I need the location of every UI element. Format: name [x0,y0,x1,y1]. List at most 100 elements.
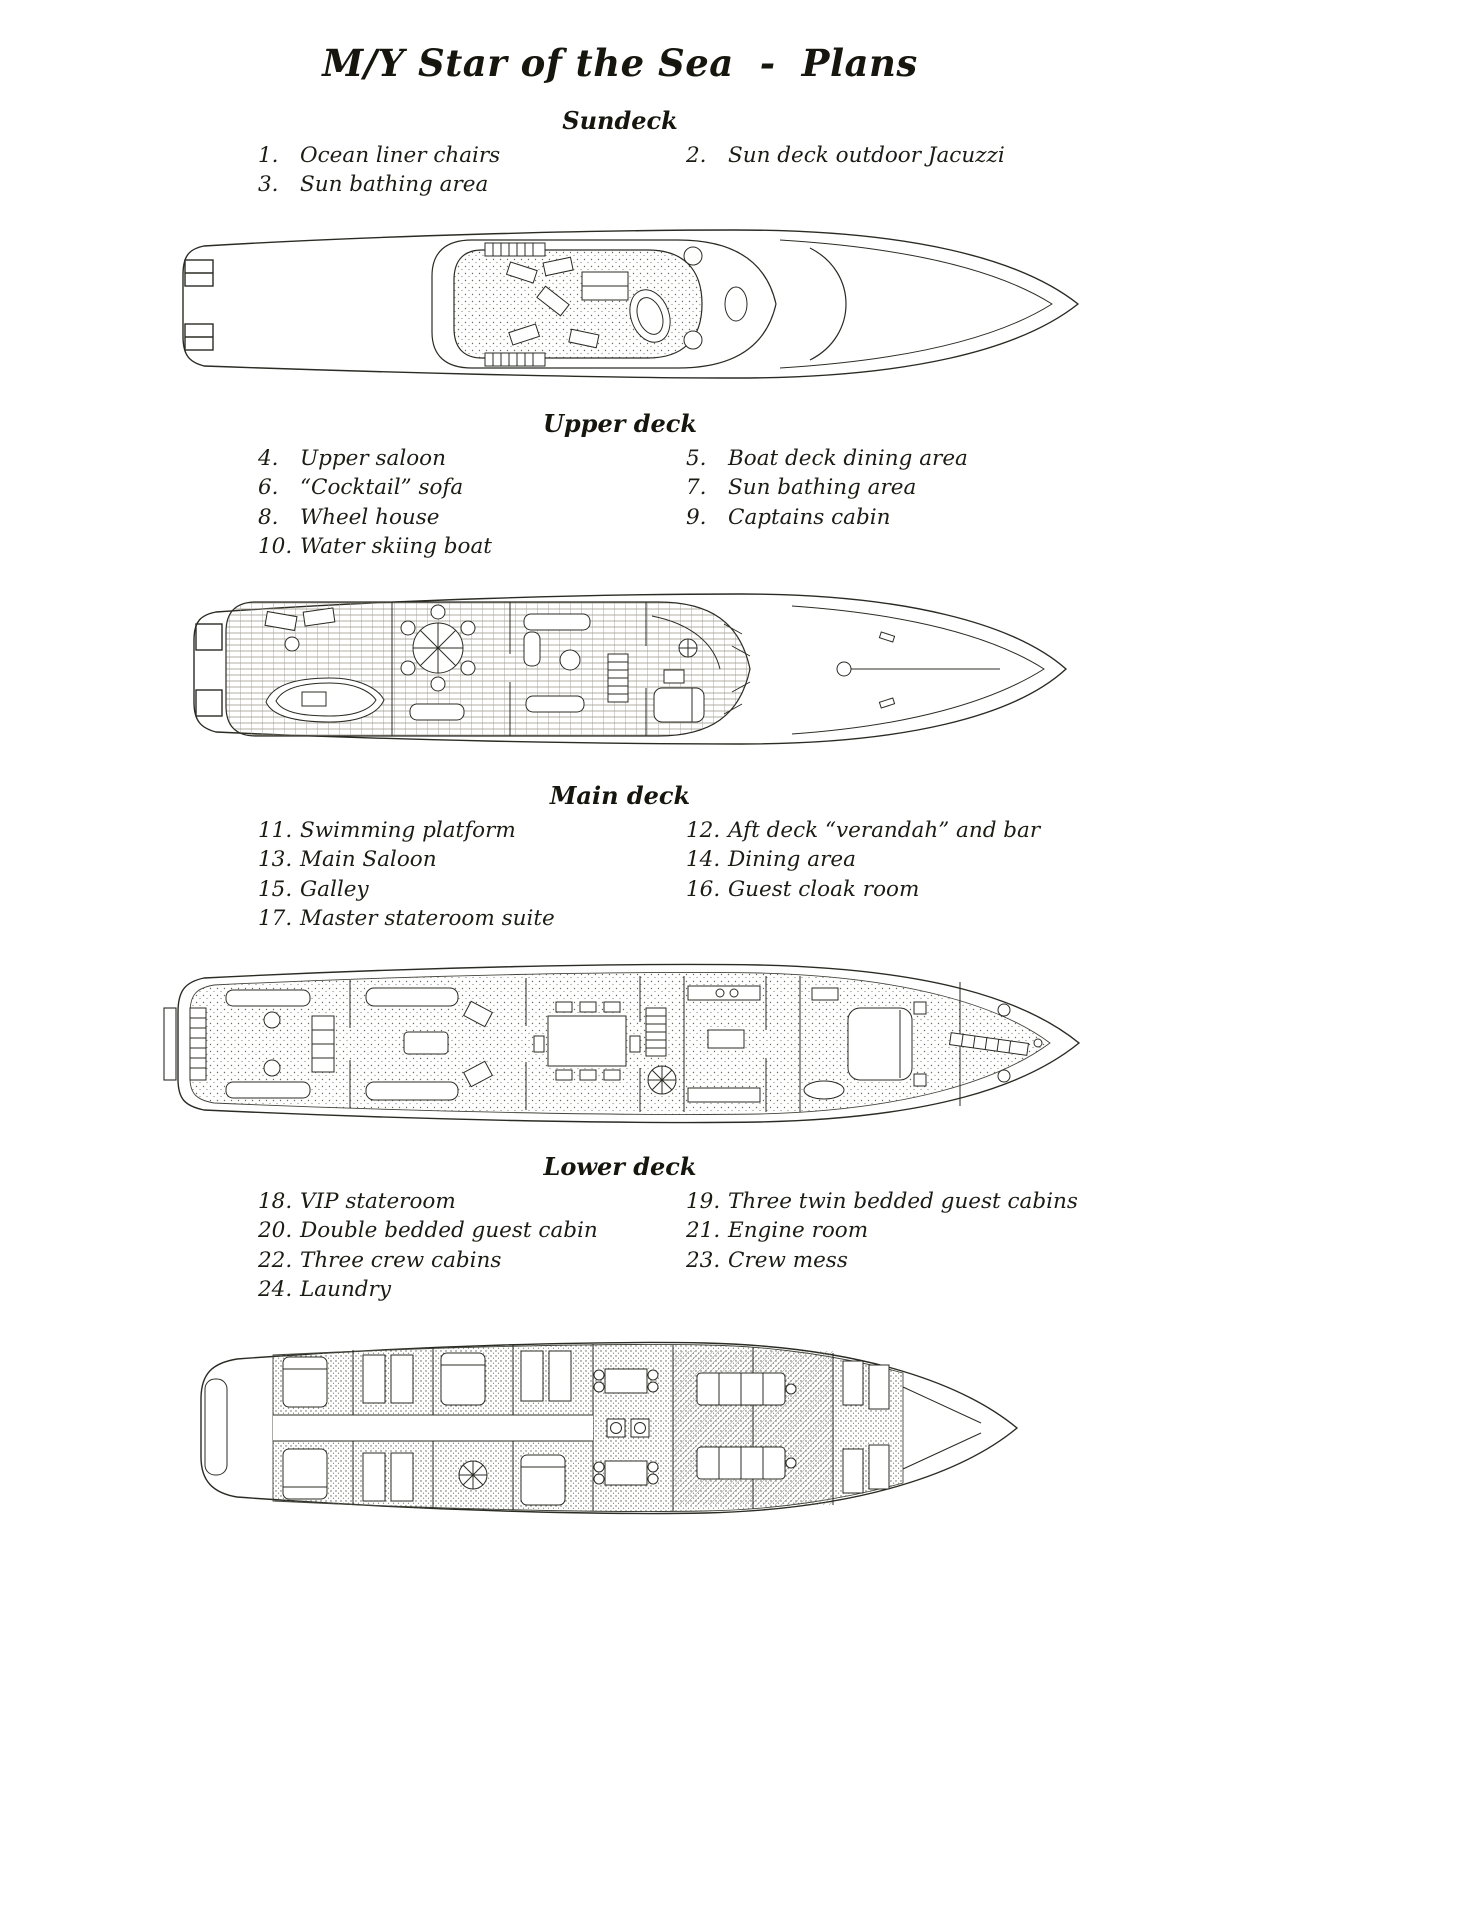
legend-item-label: Upper saloon [300,445,446,471]
legend-column-left: 1. Ocean liner chairs 3. Sun bathing are… [258,141,686,200]
legend-item: 6. “Cocktail” sofa [258,473,686,503]
stairs [645,1007,677,1095]
legend-column-left: 4. Upper saloon 6. “Cocktail” sofa 8. Wh… [258,444,686,562]
legend-item: 10. Water skiing boat [258,532,686,562]
legend-item-label: Dining area [728,847,856,873]
legend-item-number: 13. [258,847,293,873]
legend-column-right: 2. Sun deck outdoor Jacuzzi [686,141,1005,200]
legend-column-right: 12. Aft deck “verandah” and bar 14. Dini… [686,816,1040,934]
hull-outline [182,228,1080,379]
legend-item: 18. VIP stateroom [258,1187,686,1217]
legend-item-label: Sun bathing area [728,475,917,501]
legend-item: 11. Swimming platform [258,816,686,846]
sundeck-heading: Sundeck [562,105,678,135]
legend-item: 12. Aft deck “verandah” and bar [686,816,1040,846]
legend-item-number: 9. [686,504,707,530]
legend-item: 23. Crew mess [686,1246,1078,1276]
legend-item-label: “Cocktail” sofa [300,475,464,501]
legend-item: 5. Boat deck dining area [686,444,968,474]
legend-item-label: Engine room [728,1218,869,1244]
main-deck-legend: 11. Swimming platform 13. Main Saloon 15… [0,816,1240,934]
legend-item-number: 3. [258,172,279,198]
legend-item-number: 20. [258,1218,293,1244]
lower-deck-heading: Lower deck [543,1151,697,1181]
legend-item-label: Ocean liner chairs [300,142,501,168]
legend-item-label: Three crew cabins [300,1247,502,1273]
legend-item-number: 12. [686,817,721,843]
swimming-platform [163,1006,177,1081]
legend-item-label: Master stateroom suite [300,906,555,932]
legend-item: 4. Upper saloon [258,444,686,474]
stairs-bottom [484,352,546,367]
sundeck-plan-drawing [182,228,1080,379]
crew-mess-tables [593,1368,659,1486]
legend-item-label: Galley [300,876,369,902]
legend-item-label: Swimming platform [300,817,516,843]
legend-item-number: 7. [686,475,707,501]
legend-item: 17. Master stateroom suite [258,904,686,934]
legend-item-label: Boat deck dining area [728,445,968,471]
legend-item-label: VIP stateroom [300,1188,456,1214]
legend-item: 3. Sun bathing area [258,170,686,200]
legend-item: 13. Main Saloon [258,845,686,875]
section-sundeck: Sundeck 1. Ocean liner chairs 3. Sun bat… [0,105,1240,394]
legend-item-label: Water skiing boat [300,534,492,560]
legend-item-label: Aft deck “verandah” and bar [728,817,1041,843]
lower-deck-plan-drawing [200,1341,1019,1514]
main-deck-plan-drawing [163,963,1081,1123]
bar-counter [311,1015,335,1073]
sundeck-superstructure [431,238,847,369]
legend-item-label: Double bedded guest cabin [300,1218,598,1244]
captains-bed [653,687,705,723]
legend-item-label: Three twin bedded guest cabins [728,1188,1078,1214]
legend-column-left: 11. Swimming platform 13. Main Saloon 15… [258,816,686,934]
legend-item: 19. Three twin bedded guest cabins [686,1187,1078,1217]
legend-item: 21. Engine room [686,1216,1078,1246]
legend-item-label: Laundry [300,1277,391,1303]
legend-item-number: 19. [686,1188,721,1214]
legend-item-number: 6. [258,475,279,501]
legend-item-number: 16. [686,876,721,902]
sundeck-legend: 1. Ocean liner chairs 3. Sun bathing are… [0,141,1240,200]
section-upper-deck: Upper deck 4. Upper saloon 6. “Cocktail”… [0,408,1240,766]
legend-item-number: 15. [258,876,293,902]
legend-item-number: 21. [686,1218,721,1244]
legend-item-label: Guest cloak room [728,876,920,902]
legend-item: 8. Wheel house [258,503,686,533]
stairs [607,653,629,703]
corridor [273,1414,593,1442]
legend-item: 24. Laundry [258,1275,686,1305]
helm-wheel [678,638,698,658]
vip-stateroom-beds [282,1356,328,1500]
title-vessel-name: M/Y Star of the Sea [322,41,734,85]
legend-item: 7. Sun bathing area [686,473,968,503]
title-dash: - [759,41,776,85]
legend-item: 15. Galley [258,875,686,905]
legend-item-number: 4. [258,445,279,471]
stern-steps [189,1007,207,1081]
section-main-deck: Main deck 11. Swimming platform 13. Main… [0,781,1240,1137]
upper-deck-heading: Upper deck [542,408,698,438]
hull-outline [163,963,1081,1123]
legend-item-label: Sun deck outdoor Jacuzzi [728,142,1005,168]
legend-item-label: Main Saloon [300,847,437,873]
page-title: M/Y Star of the Sea-Plans [0,42,1240,85]
legend-item: 20. Double bedded guest cabin [258,1216,686,1246]
legend-column-right: 5. Boat deck dining area 7. Sun bathing … [686,444,968,562]
hull-outline [200,1341,1019,1514]
master-bed [847,1001,927,1087]
laundry-machines [606,1418,650,1438]
legend-item: 22. Three crew cabins [258,1246,686,1276]
legend-column-left: 18. VIP stateroom 20. Double bedded gues… [258,1187,686,1305]
legend-item-label: Sun bathing area [300,172,489,198]
legend-item-label: Captains cabin [728,504,891,530]
legend-item-label: Wheel house [300,504,440,530]
galley-counters [687,985,761,1103]
partitions [391,601,721,736]
legend-item-label: Crew mess [728,1247,848,1273]
water-ski-boat [265,677,385,723]
legend-item-number: 11. [258,817,293,843]
lower-deck-legend: 18. VIP stateroom 20. Double bedded gues… [0,1187,1240,1305]
twin-guest-beds [362,1350,572,1502]
section-lower-deck: Lower deck 18. VIP stateroom 20. Double … [0,1151,1240,1530]
